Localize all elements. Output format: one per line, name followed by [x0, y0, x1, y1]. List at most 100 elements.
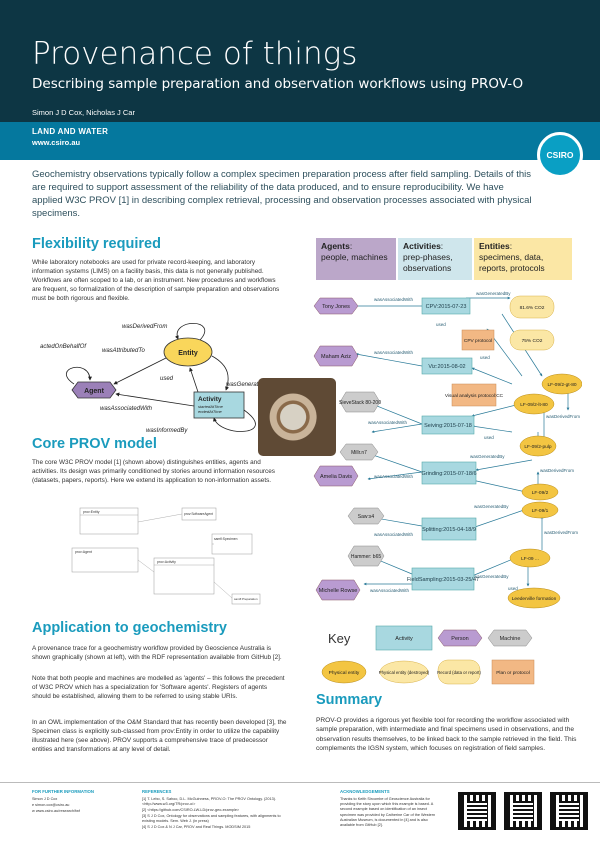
entity-lf-09-1 — [521, 501, 559, 519]
was-generated-by-arrow — [211, 355, 229, 391]
agent-label: Agent — [84, 388, 105, 395]
entity-lf-lt80 — [513, 393, 555, 415]
person-maham-aziz — [313, 345, 359, 367]
footer-info-web[interactable]: www.csiro.au/research/fwf — [35, 809, 80, 813]
person-michelle-rowse-label: Michelle Rowse — [319, 588, 358, 594]
qr-code-2[interactable] — [504, 792, 542, 830]
activity-viz — [421, 357, 473, 375]
person-amelia-davis — [313, 465, 359, 487]
key-machine-label: Machine — [500, 636, 521, 642]
key-machine-box — [487, 629, 533, 647]
workflow-graph: wasAssociatedWith wasGeneratedBy used wa… — [313, 291, 582, 609]
activity-fieldsampling — [411, 567, 475, 591]
activity-attr-1: startedAtTime — [198, 404, 224, 409]
poster-subtitle: Describing sample preparation and observ… — [32, 76, 524, 92]
entity-lf-09 — [509, 548, 551, 568]
agent-node — [71, 381, 117, 399]
was-attributed-to-arrow — [113, 357, 167, 385]
footer-info-name: Simon J D Cox — [32, 797, 58, 801]
edge-label-used-3: used — [484, 435, 494, 440]
was-associated-with-arrow — [115, 392, 195, 407]
used-label: used — [160, 376, 174, 382]
footer-info-web-row: w www.csiro.au/research/fwf — [32, 809, 80, 814]
person-tony-jones — [313, 297, 359, 315]
owl-label-software-agent: prov:SoftwareAgent — [184, 512, 213, 516]
footer-ref-1: [1] T. Lebo, S. Sahoo, D.L. McGuinness, … — [142, 797, 277, 807]
footer — [0, 782, 600, 842]
activity-grinding-label: Grinding:2015-07-18/6 — [421, 471, 476, 477]
activity-seiving — [421, 415, 475, 435]
qr-code-1[interactable] — [458, 792, 496, 830]
was-derived-from-label: wasDerivedFrom — [122, 324, 167, 330]
legend-entities: Entities:specimens, data, reports, proto… — [474, 238, 572, 280]
application-p2: Note that both people and machines are m… — [32, 675, 285, 700]
qr-code-3[interactable] — [550, 792, 588, 830]
specimen-photo — [258, 378, 336, 456]
core-text: The core W3C PROV model [1] (shown above… — [32, 459, 275, 484]
footer-ack-text: Thanks to Keith Sircombe of Geoscience A… — [340, 797, 436, 828]
machine-millr-label: Millr.n7 — [351, 450, 367, 456]
key-person-box — [437, 629, 483, 647]
record-co2-816-label: 81.6% CO2 — [520, 305, 545, 311]
person-maham-aziz-label: Maham Aziz — [321, 354, 351, 360]
poster-title: Provenance of things — [32, 36, 358, 72]
edge-label-used-2: used — [480, 355, 490, 360]
was-attributed-to-label: wasAttributedTo — [102, 348, 145, 354]
owl-label-entity: prov:Entity — [83, 510, 100, 514]
edge-label-generated-3: wasGeneratedBy — [474, 504, 509, 509]
activity-cpv — [421, 297, 471, 315]
key-panel: Key Activity Person Machine Physical ent… — [321, 625, 535, 685]
activity-label: Activity — [198, 396, 222, 403]
activity-attr-2: endedAtTime — [198, 409, 223, 414]
web-icon: w — [32, 809, 36, 813]
entity-lf-09-1-label: LF-09/1 — [532, 508, 549, 514]
was-informed-by-arrow — [213, 409, 256, 432]
footer-info-heading: FOR FURTHER INFORMATION — [32, 789, 94, 794]
core-heading: Core PROV model — [32, 436, 157, 452]
entity-lf-gt80-label: LF-09/2-gt-80 — [547, 382, 576, 388]
person-tony-jones-label: Tony Jones — [322, 304, 350, 310]
activity-seiving-label: Seiving:2015-07-18 — [424, 423, 472, 429]
prov-core-diagram: Entity Agent Activity startedAtTime ende… — [40, 323, 273, 434]
edge-label-generated-2: wasGeneratedBy — [470, 454, 505, 459]
owl-class-diagram: prov:Entity prov:Agent prov:SoftwareAgen… — [71, 507, 261, 605]
person-amelia-davis-label: Amelia Davis — [320, 474, 352, 480]
entity-lf-pulp — [519, 435, 557, 457]
used-arrow — [189, 367, 199, 393]
owl-label-specimen: samfl:Specimen — [214, 537, 238, 541]
key-person-label: Person — [451, 636, 468, 642]
acted-on-behalf-of-label: actedOnBehalfOf — [40, 344, 87, 350]
edge-label-associated-2: wasAssociatedWith — [374, 350, 414, 355]
edge-label-generated-4: wasGeneratedBy — [474, 574, 509, 579]
protocol-visual — [451, 383, 497, 407]
authors: Simon J D Cox, Nicholas J Car — [32, 108, 135, 117]
key-physical-entity — [321, 660, 367, 684]
record-co2-816 — [509, 295, 555, 319]
key-destroyed-entity — [379, 660, 429, 684]
application-p3: In an OWL implementation of the O&M Stan… — [32, 719, 287, 753]
was-associated-with-label: wasAssociatedWith — [100, 406, 153, 412]
summary-heading: Summary — [316, 692, 383, 708]
entity-lf-lt80-label: LF-09/2-lt-80 — [520, 402, 548, 408]
footer-ref-2[interactable]: [2] <https://github.com/CSIRO-LW-LD/prov… — [142, 808, 240, 812]
application-p1: A provenance trace for a geochemistry wo… — [32, 645, 282, 661]
entity-lf-gt80 — [541, 373, 582, 395]
org-band — [0, 122, 600, 160]
machine-saw-label: Saw:s4 — [358, 514, 375, 520]
intro-text: Geochemistry observations typically foll… — [32, 169, 532, 219]
machine-millr — [339, 443, 379, 461]
machine-sievestack-label: SieveStack 80-200 — [339, 400, 381, 406]
edge-label-associated-3: wasAssociatedWith — [368, 420, 408, 425]
footer-info-email[interactable]: simon.cox@csiro.au — [35, 803, 70, 807]
org-url[interactable]: www.csiro.au — [32, 138, 81, 147]
entity-lf-09-2-label: LF-09/2 — [532, 490, 549, 496]
machine-sievestack — [339, 391, 381, 413]
key-record-label: Record (data or report) — [437, 670, 481, 675]
machine-hammer-label: Hammer: b65 — [351, 554, 382, 560]
flexibility-text: While laboratory notebooks are used for … — [32, 259, 280, 302]
edge-label-associated-5: wasAssociatedWith — [374, 532, 414, 537]
owl-label-preparation: samfl:Preparation — [234, 597, 258, 601]
machine-saw — [347, 507, 385, 525]
entity-node — [163, 337, 213, 367]
legend-agents: Agents:people, machines — [316, 238, 396, 280]
